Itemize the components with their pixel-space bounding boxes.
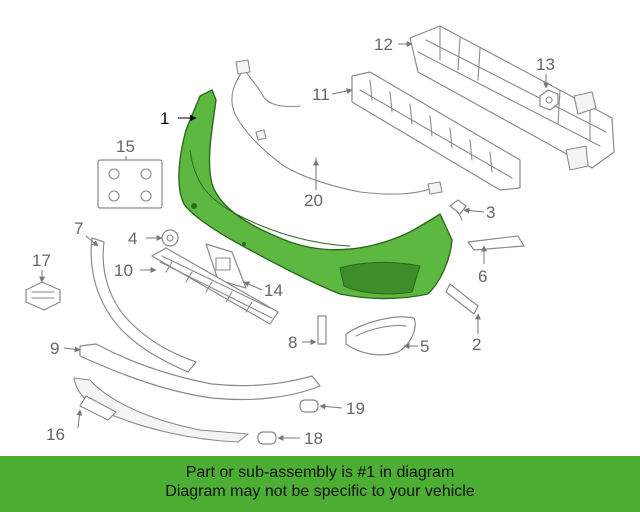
callout-15[interactable]: 15 (116, 137, 135, 156)
part-8-clip[interactable] (317, 315, 327, 345)
callout-8[interactable]: 8 (288, 333, 297, 352)
callout-7[interactable]: 7 (74, 219, 83, 238)
callout-13[interactable]: 13 (536, 55, 555, 74)
part-4-grommet[interactable] (161, 229, 179, 247)
callout-16[interactable]: 16 (46, 425, 65, 444)
part-5-fog-lamp-bezel[interactable] (345, 316, 416, 356)
part-15-fastener-set[interactable] (97, 159, 163, 209)
part-13-nut[interactable] (539, 89, 559, 111)
banner-line-2: Diagram may not be specific to your vehi… (165, 483, 475, 500)
callout-11[interactable]: 11 (312, 85, 330, 104)
banner-line-1: Part or sub-assembly is #1 in diagram (185, 464, 455, 481)
callout-19[interactable]: 19 (346, 399, 365, 418)
callout-9[interactable]: 9 (50, 339, 59, 358)
callout-2[interactable]: 2 (472, 335, 481, 354)
part-3-bolt[interactable] (449, 199, 467, 221)
part-16-skid-plate[interactable] (73, 377, 249, 443)
callout-5[interactable]: 5 (420, 337, 429, 356)
parts-diagram: 1 2 3 4 5 6 7 8 9 10 11 12 13 14 15 16 1… (25, 25, 615, 448)
callout-3[interactable]: 3 (486, 203, 495, 222)
part-7-side-bracket[interactable] (90, 237, 197, 373)
part-12-reinforcement-bar[interactable] (409, 25, 615, 171)
part-19-bulb-socket[interactable] (299, 399, 319, 413)
part-17-mount[interactable] (25, 281, 61, 311)
callout-labels: 1 2 3 4 5 6 7 8 9 10 11 12 13 14 15 16 1… (32, 35, 555, 448)
part-11-energy-absorber[interactable] (351, 71, 521, 191)
callout-20[interactable]: 20 (304, 191, 323, 210)
part-9-lower-valance[interactable] (79, 343, 321, 401)
callout-18[interactable]: 18 (304, 429, 323, 448)
part-10-lower-grille[interactable] (151, 247, 279, 325)
callout-6[interactable]: 6 (478, 267, 487, 286)
callout-10[interactable]: 10 (114, 261, 133, 280)
callout-4[interactable]: 4 (128, 229, 137, 248)
callout-17[interactable]: 17 (32, 251, 51, 270)
callout-1[interactable]: 1 (160, 109, 169, 128)
callout-12[interactable]: 12 (374, 35, 393, 54)
part-6-trim-strip[interactable] (467, 235, 525, 251)
info-banner: Part or sub-assembly is #1 in diagram Di… (0, 456, 640, 512)
part-2-side-trim[interactable] (445, 283, 479, 315)
part-14-bracket[interactable] (205, 243, 247, 289)
leader-lines (39, 41, 549, 441)
part-20-wiring-harness[interactable] (231, 59, 443, 195)
callout-14[interactable]: 14 (264, 281, 283, 300)
part-18-bulb-socket[interactable] (257, 431, 277, 445)
part-1-bumper-cover[interactable] (178, 89, 453, 300)
